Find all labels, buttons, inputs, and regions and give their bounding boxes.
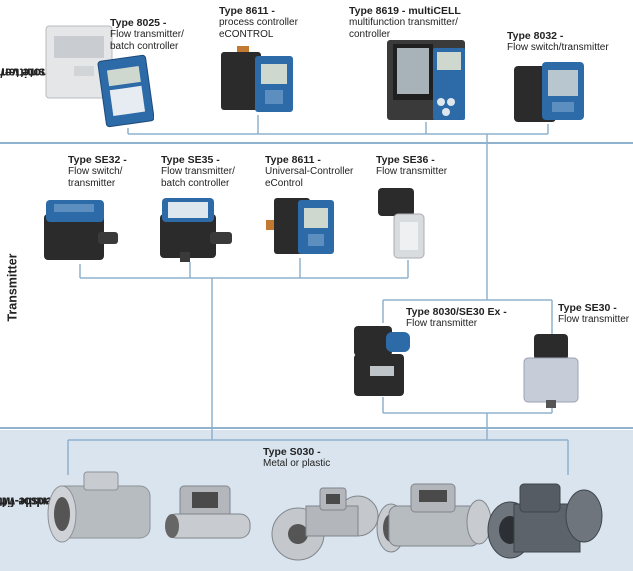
type-8611-controller-image: [221, 46, 293, 112]
type-8032-device-image: [514, 62, 584, 122]
type-se30-device-image: [523, 334, 579, 408]
type-se35-device-image: [160, 198, 232, 262]
type-se36-device-image: [378, 188, 425, 259]
label-type-8619: Type 8619 - multiCELL multifunction tran…: [349, 5, 461, 40]
fitting-threaded-metal-image: [47, 471, 151, 543]
label-type-se30: Type SE30 - Flow transmitter: [558, 302, 630, 325]
label-type-8030-se30-ex: Type 8030/SE30 Ex - Flow transmitter: [406, 306, 507, 329]
label-type-8032: Type 8032 - Flow switch/transmitter: [507, 30, 609, 53]
label-type-s030: Type S030 - Metal or plastic: [263, 446, 331, 469]
fitting-clamp-metal-image: [376, 483, 492, 553]
fitting-welded-metal-image: [165, 485, 251, 539]
fitting-flanged-metal-image: [271, 487, 379, 561]
label-type-8025: Type 8025 - Flow transmitter/ batch cont…: [110, 17, 184, 52]
type-8611-universal-controller-image: [266, 198, 334, 254]
type-8025-device-image: [45, 25, 154, 128]
label-type-se32: Type SE32 - Flow switch/ transmitter: [68, 154, 127, 189]
type-8619-multicell-image: [387, 40, 465, 120]
type-8030-device-image: [354, 326, 410, 396]
type-se32-device-image: [44, 200, 118, 260]
label-type-8611-mid: Type 8611 - Universal-Controller eContro…: [265, 154, 354, 189]
fitting-plastic-image: [487, 483, 603, 559]
label-type-se36: Type SE36 - Flow transmitter: [376, 154, 448, 177]
label-type-8611-top: Type 8611 - process controller eCONTROL: [219, 5, 298, 40]
label-type-se35: Type SE35 - Flow transmitter/ batch cont…: [161, 154, 235, 189]
